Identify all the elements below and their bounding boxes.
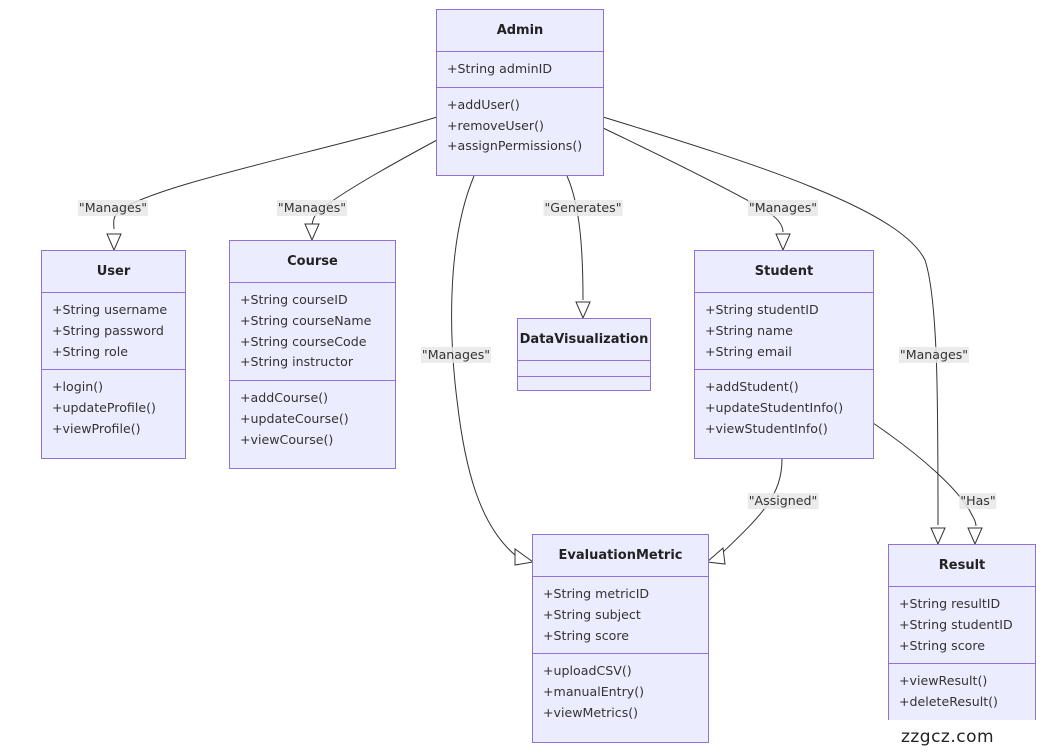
watermark: zzgcz.com xyxy=(838,720,1057,754)
class-evaluationmetric-attributes: +String metricID +String subject +String… xyxy=(533,577,708,653)
edge-label-admin-datavis: "Generates" xyxy=(543,200,623,216)
class-datavisualization-title: DataVisualization xyxy=(518,319,650,361)
method: +viewProfile() xyxy=(52,420,141,436)
edge-admin-datavis xyxy=(566,175,584,301)
method: +addStudent() xyxy=(705,379,799,395)
class-course-title: Course xyxy=(230,241,395,283)
method: +addUser() xyxy=(447,96,520,112)
class-course-methods: +addCourse() +updateCourse() +viewCourse… xyxy=(230,380,395,457)
method: +deleteResult() xyxy=(899,694,998,710)
class-course[interactable]: Course +String courseID +String courseNa… xyxy=(229,240,396,469)
method: +updateStudentInfo() xyxy=(705,400,844,416)
attribute: +String score xyxy=(543,627,629,643)
class-admin-title: Admin xyxy=(437,10,603,52)
edge-admin-student xyxy=(602,127,784,233)
method: +manualEntry() xyxy=(543,684,645,700)
class-evaluationmetric-title: EvaluationMetric xyxy=(533,535,708,577)
edge-label-student-evalmetric: "Assigned" xyxy=(747,493,819,509)
attribute: +String resultID xyxy=(899,596,1001,611)
arrowhead-student xyxy=(775,233,791,252)
edge-label-admin-student: "Manages" xyxy=(747,200,819,216)
attribute: +String courseName xyxy=(240,312,372,328)
class-admin-methods: +addUser() +removeUser() +assignPermissi… xyxy=(437,86,603,164)
edge-label-admin-course: "Manages" xyxy=(276,200,348,216)
method: +addCourse() xyxy=(240,390,329,406)
method: +updateProfile() xyxy=(52,400,156,416)
class-student-methods: +addStudent() +updateStudentInfo() +view… xyxy=(695,369,873,446)
class-result-methods: +viewResult() +deleteResult() xyxy=(889,663,1035,720)
method: +viewResult() xyxy=(899,673,988,689)
class-course-attributes: +String courseID +String courseName +Str… xyxy=(230,283,395,380)
method: +updateCourse() xyxy=(240,410,349,426)
method: +removeUser() xyxy=(447,117,544,133)
class-result[interactable]: Result +String resultID +String studentI… xyxy=(888,544,1036,744)
attribute: +String subject xyxy=(543,606,641,622)
edge-admin-evalmetric xyxy=(451,175,516,556)
method: +assignPermissions() xyxy=(447,138,583,154)
class-student-attributes: +String studentID +String name +String e… xyxy=(695,293,873,369)
class-user-attributes: +String username +String password +Strin… xyxy=(42,293,185,369)
arrowhead-course xyxy=(304,223,320,242)
attribute: +String courseID xyxy=(240,292,348,307)
class-datavisualization[interactable]: DataVisualization xyxy=(517,318,651,391)
edge-label-student-result: "Has" xyxy=(959,493,997,509)
arrowhead-result-admin xyxy=(930,527,946,546)
edge-label-admin-result: "Manages" xyxy=(898,347,970,363)
attribute: +String studentID xyxy=(705,302,819,317)
method: +viewStudentInfo() xyxy=(705,420,828,436)
class-user[interactable]: User +String username +String password +… xyxy=(41,250,186,459)
attribute: +String metricID xyxy=(543,586,650,601)
class-result-title: Result xyxy=(889,545,1035,587)
arrowhead-result-student xyxy=(967,527,983,546)
edge-student-result xyxy=(872,422,977,527)
edge-label-admin-evalmetric: "Manages" xyxy=(420,347,492,363)
arrowhead-evalmetric-admin xyxy=(514,548,535,566)
attribute: +String score xyxy=(899,637,985,653)
class-evaluationmetric-methods: +uploadCSV() +manualEntry() +viewMetrics… xyxy=(533,653,708,730)
class-datavisualization-attributes xyxy=(518,361,650,376)
class-user-methods: +login() +updateProfile() +viewProfile() xyxy=(42,369,185,446)
attribute: +String adminID xyxy=(447,61,553,76)
method: +viewMetrics() xyxy=(543,704,639,720)
method: +uploadCSV() xyxy=(543,663,632,679)
class-student[interactable]: Student +String studentID +String name +… xyxy=(694,250,874,459)
class-user-title: User xyxy=(42,251,185,293)
class-student-title: Student xyxy=(695,251,873,293)
arrowhead-user xyxy=(106,233,122,252)
edge-admin-result xyxy=(602,116,939,526)
class-datavisualization-methods xyxy=(518,376,650,390)
attribute: +String name xyxy=(705,322,793,338)
class-result-attributes: +String resultID +String studentID +Stri… xyxy=(889,587,1035,663)
class-admin-attributes: +String adminID xyxy=(437,52,603,87)
attribute: +String studentID xyxy=(899,616,1013,632)
attribute: +String email xyxy=(705,343,792,359)
arrowhead-evalmetric-student xyxy=(705,547,726,565)
attribute: +String role xyxy=(52,343,128,359)
edge-label-admin-user: "Manages" xyxy=(77,200,149,216)
class-admin[interactable]: Admin +String adminID +addUser() +remove… xyxy=(436,9,604,176)
method: +login() xyxy=(52,379,104,395)
watermark-text: zzgcz.com xyxy=(900,727,995,747)
edge-admin-user xyxy=(113,116,438,230)
attribute: +String courseCode xyxy=(240,333,367,349)
arrowhead-datavis xyxy=(575,301,591,320)
method: +viewCourse() xyxy=(240,431,334,447)
attribute: +String password xyxy=(52,322,164,338)
class-evaluationmetric[interactable]: EvaluationMetric +String metricID +Strin… xyxy=(532,534,709,743)
attribute: +String instructor xyxy=(240,354,354,370)
attribute: +String username xyxy=(52,302,168,317)
